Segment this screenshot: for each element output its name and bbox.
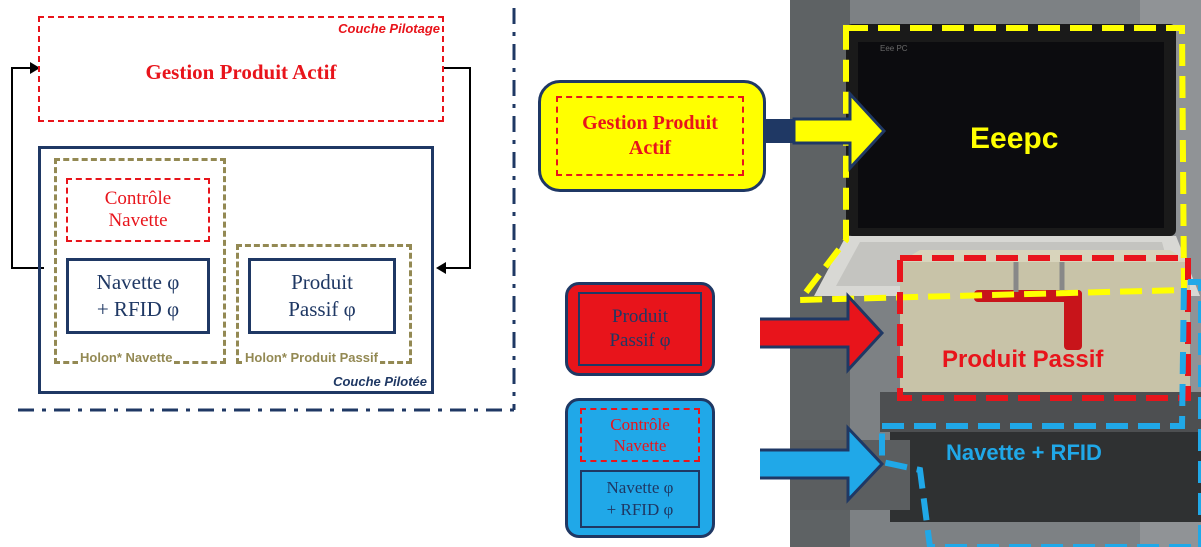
couche-pilotage-box: Couche Pilotage Gestion Produit Actif xyxy=(38,16,444,122)
controle-navette-line2: Navette xyxy=(108,210,168,231)
arrow-gestion-to-eeepc xyxy=(764,90,887,172)
navette-rfid-box: Navette φ + RFID φ xyxy=(66,258,210,334)
navette-rfid-line2: + RFID φ xyxy=(96,297,180,321)
produit-legend-box xyxy=(565,282,715,376)
navette-legend-rfid-line2: + RFID φ xyxy=(606,500,674,519)
navette-legend-controle-line1: Contrôle xyxy=(610,415,670,434)
controle-navette-box: Contrôle Navette xyxy=(66,178,210,242)
controle-navette-line1: Contrôle xyxy=(104,188,172,209)
navette-legend-rfid-line1: Navette φ xyxy=(606,478,674,497)
produit-legend-inner: Produit Passif φ xyxy=(578,292,702,366)
gestion-legend-line1: Gestion Produit xyxy=(582,112,718,134)
arrow-navette-to-shuttle xyxy=(760,424,885,504)
arrow-produit-to-block xyxy=(760,292,885,374)
navette-legend-controle-line2: Navette xyxy=(613,436,667,455)
holon-produit-passif-label: Holon* Produit Passif xyxy=(243,350,380,365)
navette-legend-controle: Contrôle Navette xyxy=(580,408,700,462)
laptop-brand-text: Eee PC xyxy=(880,44,908,53)
gestion-legend-line2: Actif xyxy=(628,137,672,159)
produit-passif-line2: Passif φ xyxy=(288,297,356,321)
product-photo: Eee PC Eeepc Produit Passif Navette + RF… xyxy=(790,0,1201,547)
eeepc-label: Eeepc xyxy=(970,122,1059,155)
navette-legend-box xyxy=(565,398,715,538)
navette-rfid-line1: Navette φ xyxy=(96,270,180,294)
produit-legend-line1: Produit xyxy=(612,306,668,327)
gestion-legend-inner: Gestion Produit Actif xyxy=(556,96,744,176)
couche-pilotage-label: Couche Pilotage xyxy=(338,21,440,36)
holon-navette-label: Holon* Navette xyxy=(78,350,175,365)
arrows-layer xyxy=(760,90,887,504)
produit-legend-line2: Passif φ xyxy=(609,330,671,351)
produit-passif-box: Produit Passif φ xyxy=(248,258,396,334)
navette-rfid-photo-label: Navette + RFID xyxy=(946,440,1102,465)
couche-pilotee-label: Couche Pilotée xyxy=(333,374,427,389)
separator-lines xyxy=(11,8,516,412)
navette-legend-rfid: Navette φ + RFID φ xyxy=(580,470,700,528)
couche-pilotee-box: Couche Pilotée xyxy=(38,146,434,394)
produit-passif-photo-label: Produit Passif xyxy=(942,346,1104,373)
produit-passif-line1: Produit xyxy=(291,270,353,294)
gestion-produit-actif-title: Gestion Produit Actif xyxy=(145,60,337,84)
